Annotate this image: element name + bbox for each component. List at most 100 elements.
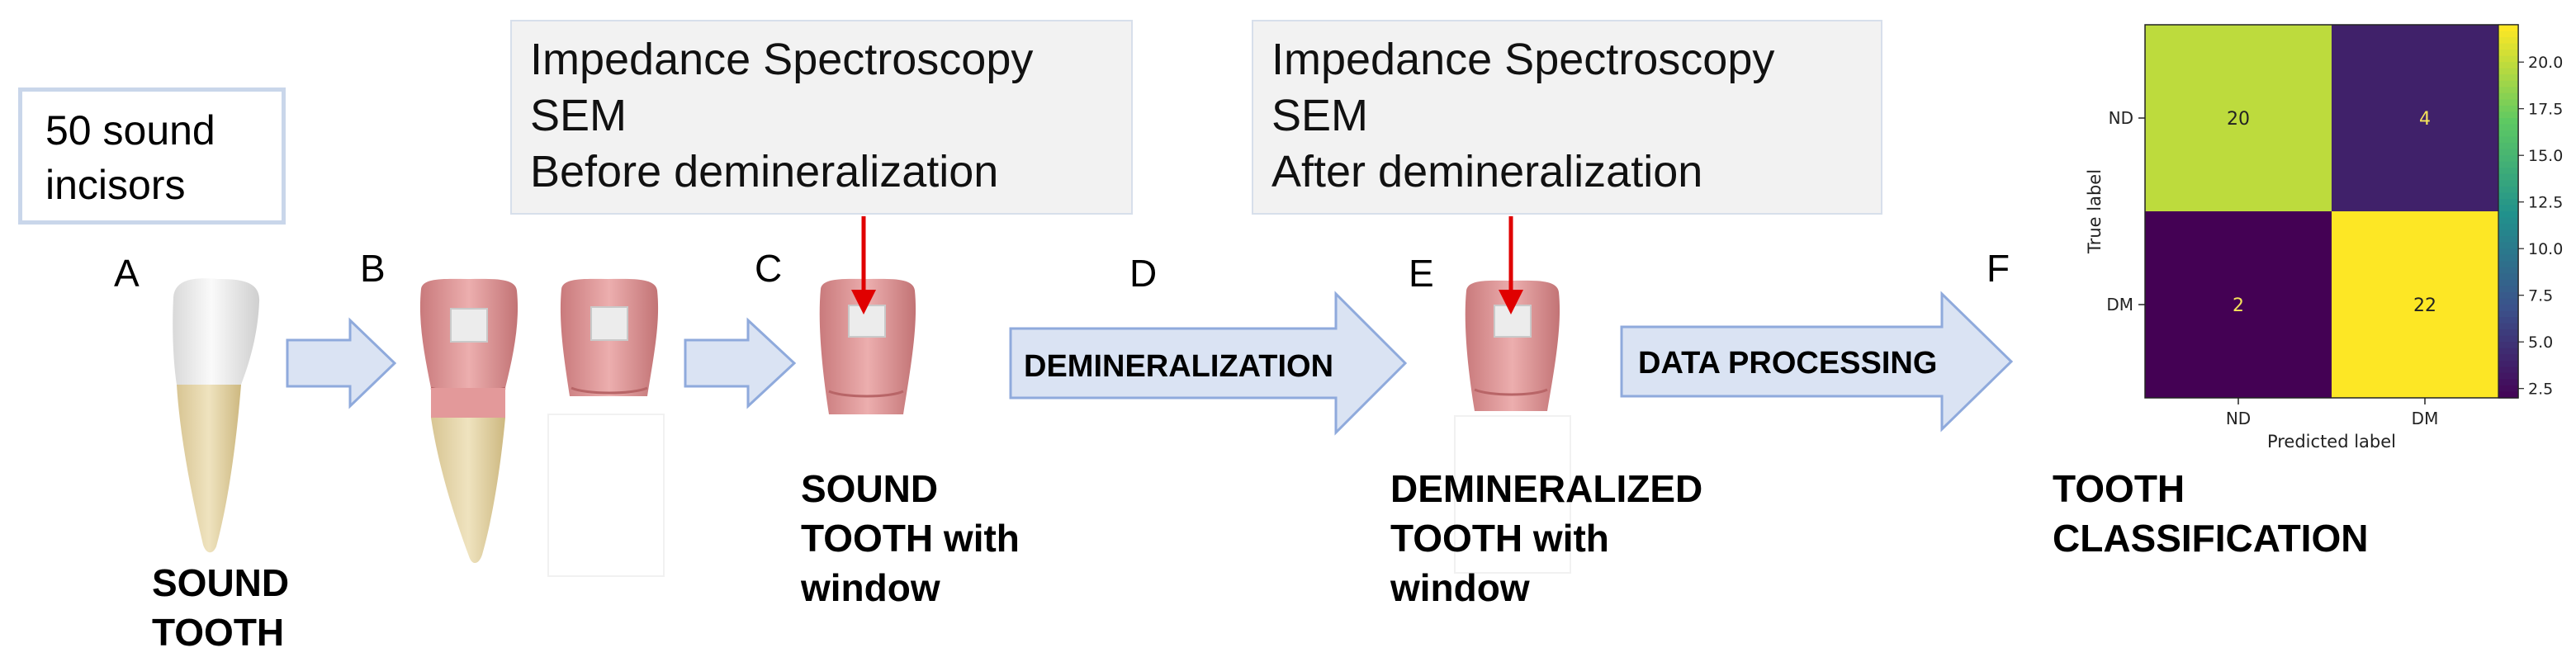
before-box-line1: Impedance Spectroscopy [530,35,1034,84]
colorbar-segment [2498,291,2518,300]
colorbar-segment [2498,25,2518,32]
matrix-cell-1-0 [2145,211,2332,398]
colorbar-segment [2498,118,2518,125]
colorbar-segment [2498,173,2518,181]
colorbar-segment [2498,342,2518,349]
colorbar-segment [2498,236,2518,244]
matrix-cell-0-1 [2332,25,2518,211]
colorbar-segment [2498,391,2518,399]
colorbar-segment [2498,273,2518,281]
x-axis-label: Predicted label [2267,432,2396,452]
colorbar-segment [2498,385,2518,393]
colorbar-tick-label-2: 7.5 [2528,287,2553,305]
colorbar-segment [2498,50,2518,57]
colorbar-tick-label-4: 12.5 [2528,194,2563,212]
before-box-line3: Before demineralization [530,147,999,196]
colorbar-segment [2498,217,2518,225]
panel-letter-b: B [360,247,386,290]
colorbar-segment [2498,286,2518,293]
after-measurement-box: Impedance Spectroscopy SEM After deminer… [1252,20,1882,215]
tooth-e-window-rect [1494,305,1532,338]
panel-letter-d: D [1129,252,1158,295]
colorbar-segment [2498,354,2518,362]
colorbar-segment [2498,143,2518,150]
colorbar-segment [2498,80,2518,87]
matrix-value-0-0: 20 [2227,109,2250,130]
colorbar-segment [2498,136,2518,144]
colorbar-segment [2498,105,2518,113]
colorbar-segment [2498,92,2518,100]
colorbar-tick-label-3: 10.0 [2528,240,2563,258]
colorbar-tick-label-1: 5.0 [2528,333,2553,352]
panel-letter-a: A [114,252,140,295]
caption-sound-tooth-window: SOUND TOOTH with window [801,467,1020,609]
matrix-value-1-1: 22 [2413,296,2436,316]
colorbar-tick-label-0: 2.5 [2528,381,2553,399]
tooth-c-window [819,278,916,414]
colorbar-segment [2498,168,2518,175]
colorbar-segment [2498,37,2518,45]
matrix-value-0-1: 4 [2419,109,2431,130]
y-axis-label: True label [2085,169,2105,254]
incisors-text: 50 sound incisors [45,107,215,208]
colorbar-segment [2498,74,2518,82]
tooth-a-sound [173,278,260,553]
colorbar-segment [2498,161,2518,168]
colorbar-segment [2498,229,2518,237]
before-box-line2: SEM [530,91,627,140]
matrix-value-1-0: 2 [2233,296,2244,316]
tooth-c-window-rect [848,305,886,338]
colorbar: 2.55.07.510.012.515.017.520.0 [2498,24,2563,399]
x-tick-label-0: ND [2226,409,2251,428]
colorbar-segment [2498,305,2518,312]
colorbar-tick-label-6: 17.5 [2528,101,2563,119]
colorbar-segment [2498,55,2518,63]
y-tick-label-0: ND [2109,108,2133,128]
colorbar-frame [2498,24,2519,399]
colorbar-segment [2498,155,2518,163]
colorbar-segment [2498,348,2518,355]
before-measurement-box: Impedance Spectroscopy SEM Before demine… [510,20,1133,215]
panel-letter-f: F [1986,247,2010,290]
tooth-b-with-root [419,278,519,564]
colorbar-segment [2498,180,2518,187]
colorbar-segment [2498,192,2518,200]
colorbar-segment [2498,224,2518,231]
colorbar-segment [2498,198,2518,206]
tooth-e-window [1454,280,1571,574]
colorbar-segment [2498,261,2518,268]
arrow-a-to-b [286,317,397,409]
colorbar-segment [2498,279,2518,286]
matrix-cell-0-0 [2145,25,2332,211]
after-box-line1: Impedance Spectroscopy [1271,35,1775,84]
colorbar-segment [2498,298,2518,305]
colorbar-segment [2498,205,2518,212]
colorbar-segment [2498,211,2518,219]
colorbar-segment [2498,62,2518,69]
colorbar-segment [2498,43,2518,50]
colorbar-segment [2498,317,2518,324]
panel-letter-e: E [1409,252,1434,295]
caption-tooth-classification: TOOTH CLASSIFICATION [2053,467,2369,560]
after-box-line3: After demineralization [1271,147,1703,196]
colorbar-segment [2498,310,2518,318]
arrow-label-demineralization: DEMINERALIZATION [1024,349,1333,384]
colorbar-segment [2498,68,2518,75]
arrow-data-processing [1620,291,2014,433]
after-box-line2: SEM [1271,91,1369,140]
colorbar-segment [2498,99,2518,106]
colorbar-segment [2498,124,2518,131]
y-tick-label-1: DM [2106,295,2133,314]
arrow-b-to-c [684,317,797,409]
colorbar-segment [2498,360,2518,367]
incisors-box: 50 sound incisors [18,87,286,225]
colorbar-segment [2498,335,2518,343]
tooth-b-window [450,308,488,343]
colorbar-segment [2498,248,2518,256]
tooth-b2-window [590,306,628,341]
colorbar-segment [2498,111,2518,119]
tooth-b-crown-only [547,278,665,577]
